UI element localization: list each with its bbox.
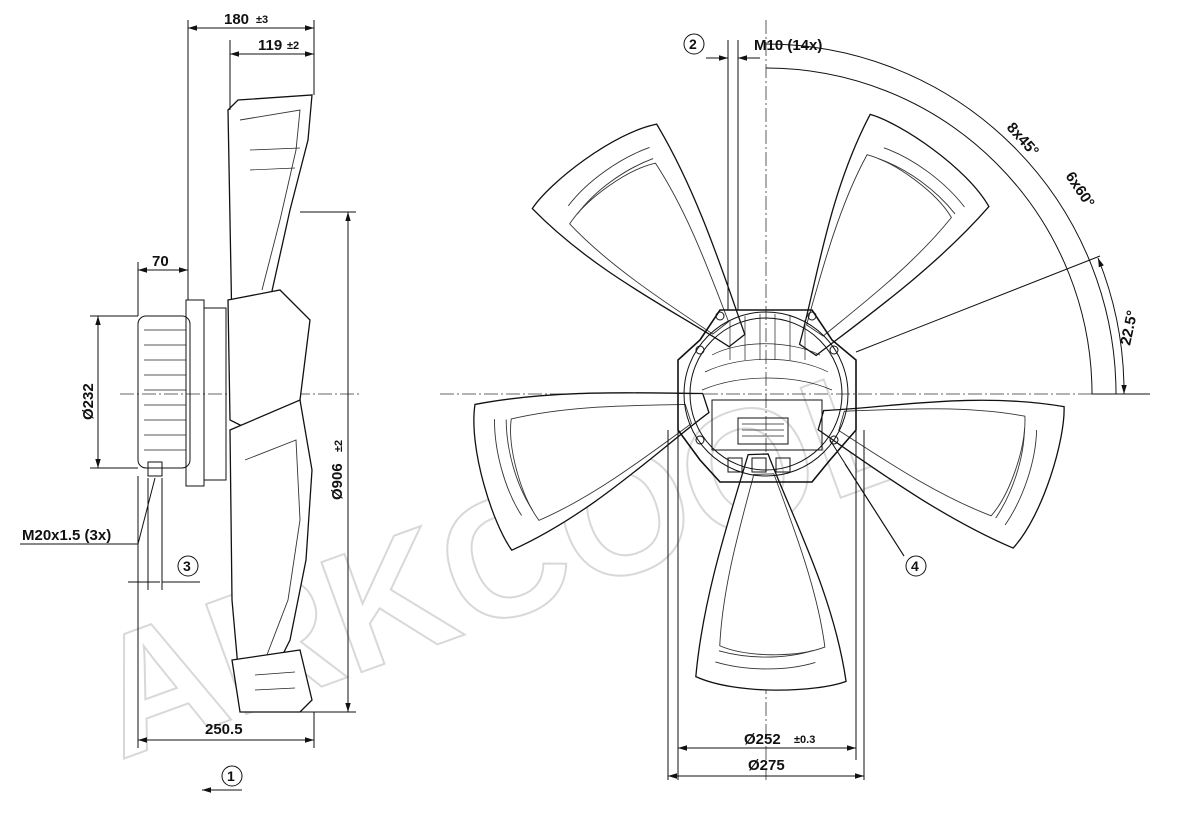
dim-180: 180 xyxy=(224,11,249,28)
callout-1-circle xyxy=(221,765,243,787)
motor-body xyxy=(137,299,227,487)
blades-side xyxy=(227,94,313,713)
callout-2: 2 xyxy=(689,36,697,52)
front-view: 2 M10 (14x) 8x45° 6x60° 22.5° Ø252 ±0.3 … xyxy=(440,20,1150,780)
dim-250: 250.5 xyxy=(205,721,243,738)
dim-119-tol: ±2 xyxy=(287,40,299,52)
dim-119: 119 xyxy=(258,37,282,54)
dim-70: 70 xyxy=(152,253,169,270)
dim-275: Ø275 xyxy=(748,757,785,774)
dim-232: Ø232 xyxy=(80,383,97,420)
cable-gland-label: M20x1.5 (3x) xyxy=(22,527,111,544)
callout-4: 4 xyxy=(911,558,919,574)
angle-60: 6x60° xyxy=(1062,169,1098,211)
dim-252: Ø252 xyxy=(744,731,781,748)
callout-4-circle xyxy=(905,555,927,577)
callout-1: 1 xyxy=(227,768,235,784)
callout-3: 3 xyxy=(183,558,191,574)
dim-906-tol: ±2 xyxy=(333,440,345,452)
callout-2-circle xyxy=(683,33,705,55)
callout-3-circle xyxy=(177,555,199,577)
angle-45: 8x45° xyxy=(1003,119,1042,160)
angle-225: 22.5° xyxy=(1117,309,1141,347)
dim-252-tol: ±0.3 xyxy=(794,734,815,746)
side-view: 180 ±3 119 ±2 70 Ø232 Ø906 ±2 M20x1.5 (3… xyxy=(20,11,360,793)
dim-180-tol: ±3 xyxy=(256,14,268,26)
dim-906: Ø906 xyxy=(329,463,346,500)
thread-label: M10 (14x) xyxy=(754,37,822,54)
